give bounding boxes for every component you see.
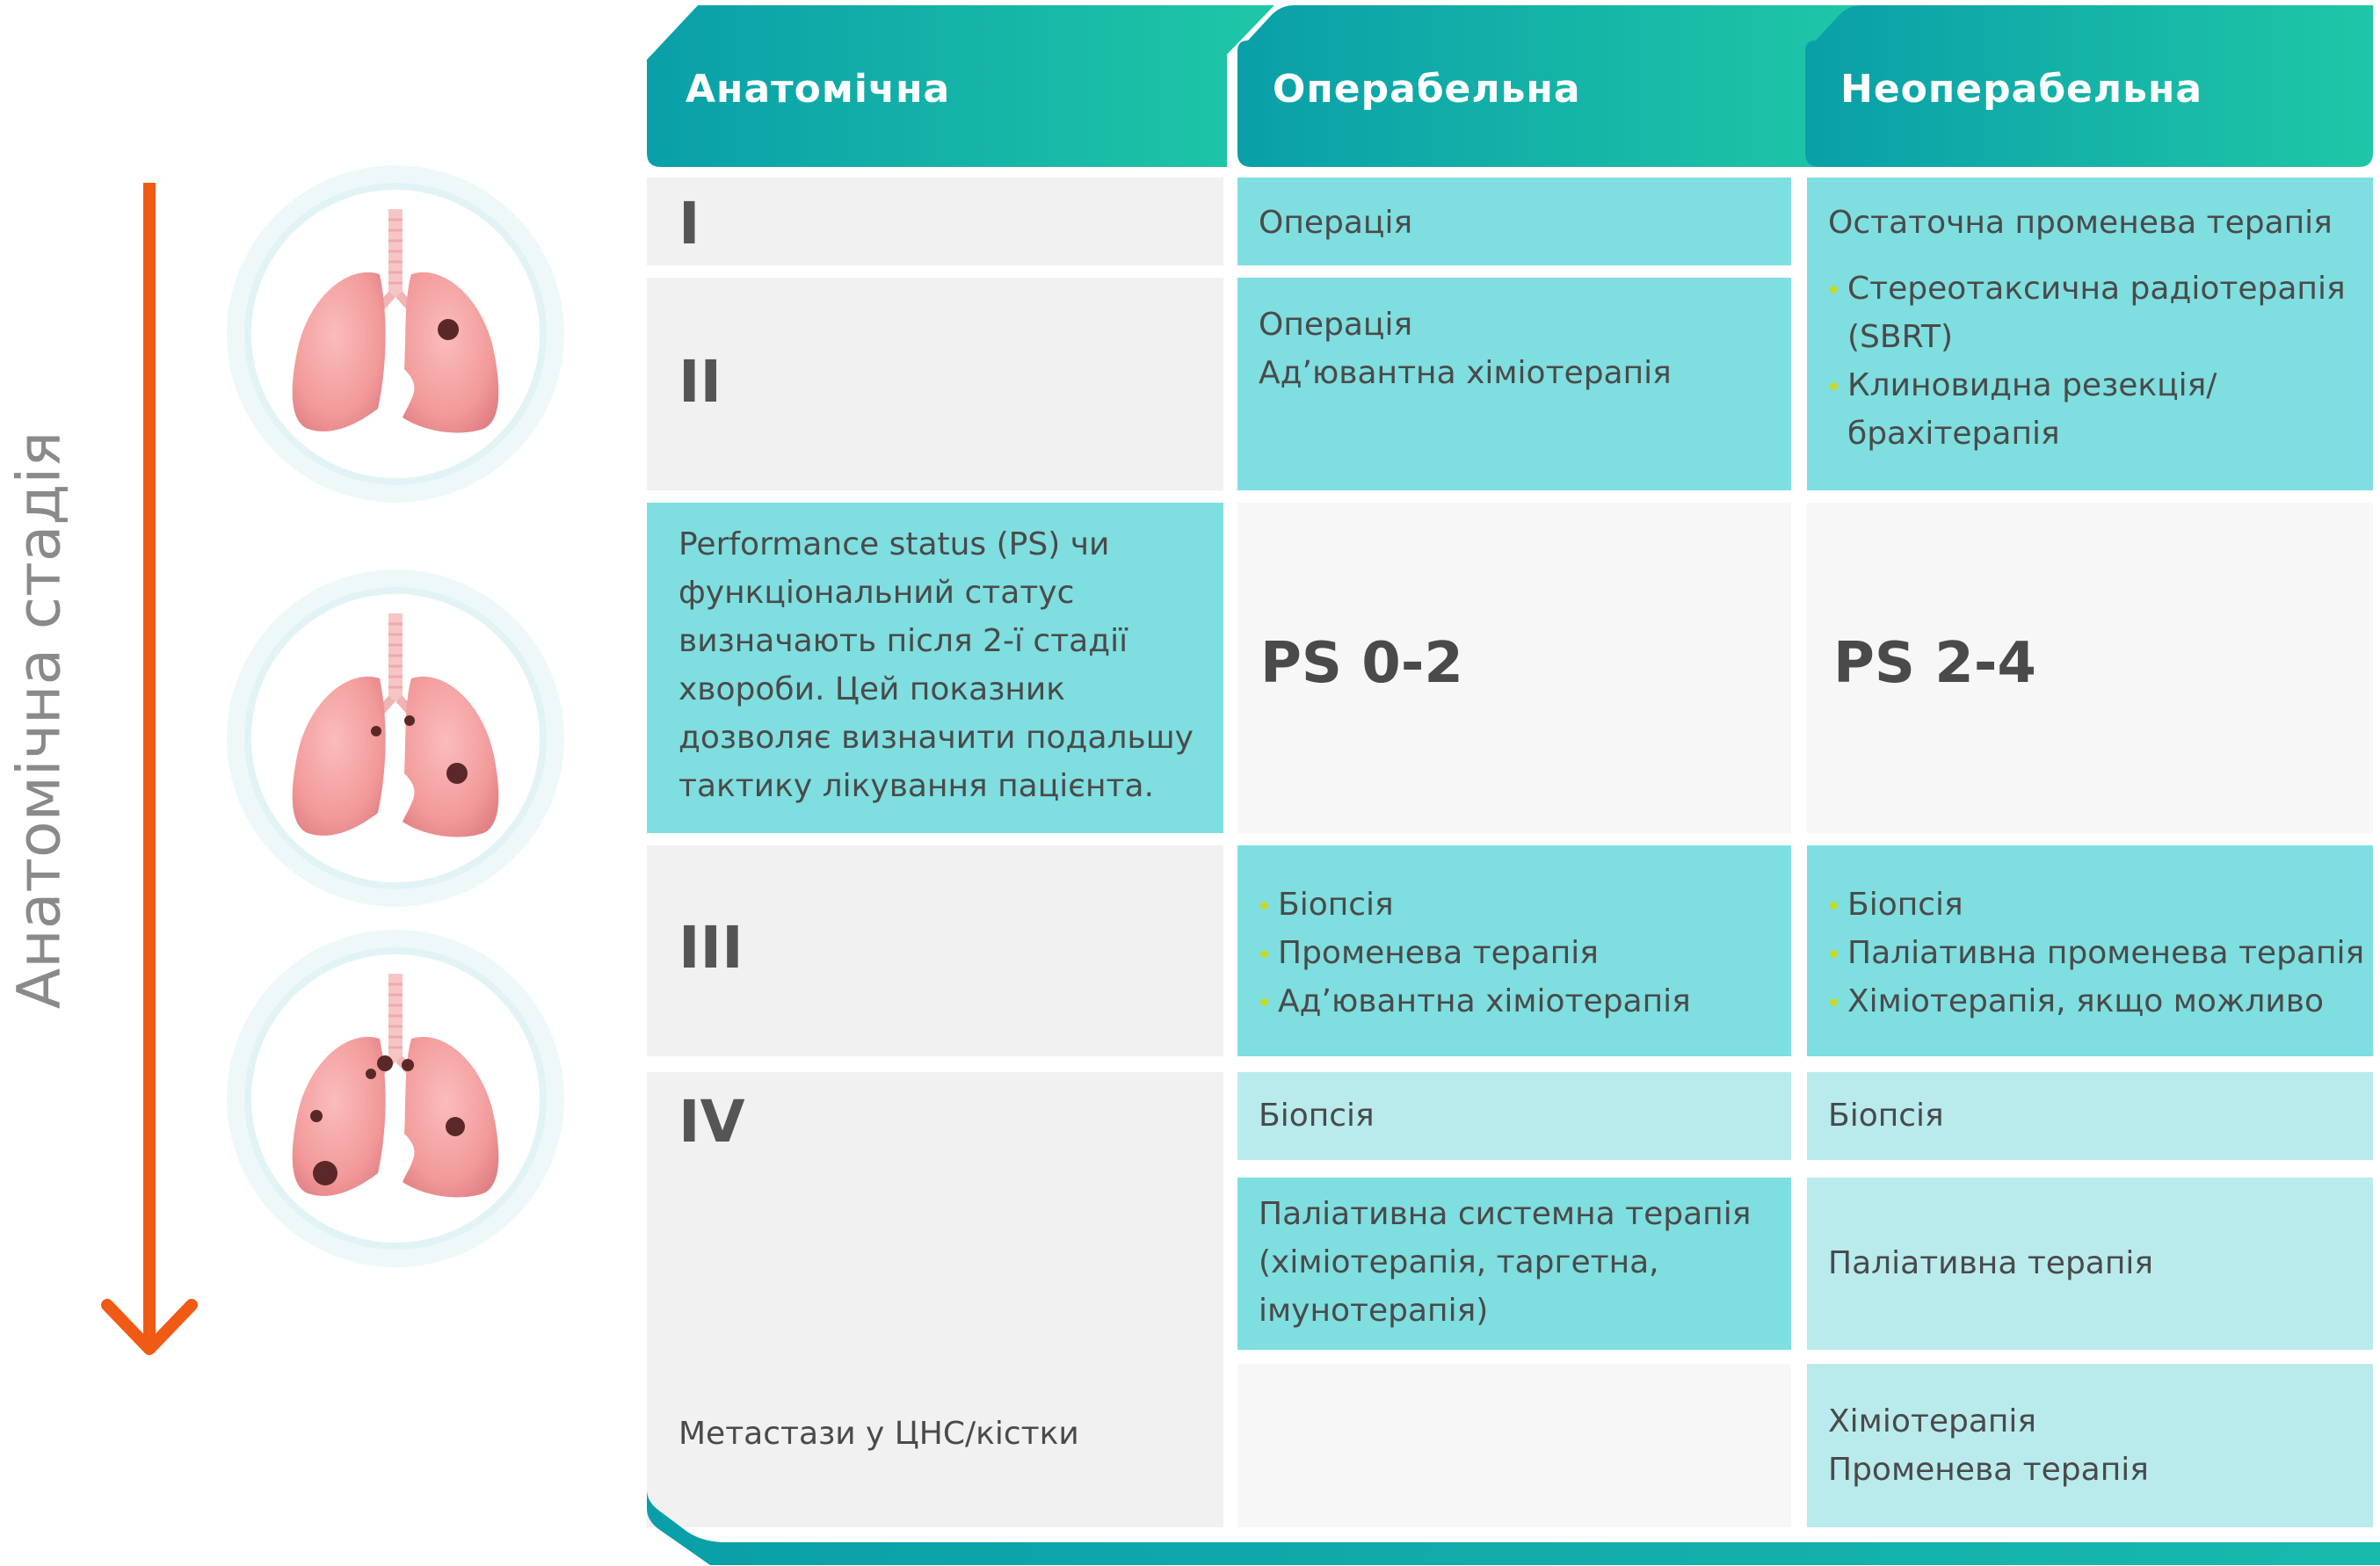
ps-note-cell: Performance status (PS) чи функціональни… bbox=[647, 503, 1223, 833]
header-label: Неоперабельна bbox=[1840, 67, 2203, 112]
stage-3-inoperable: Біопсія Паліативна променева терапія Хім… bbox=[1807, 845, 2373, 1056]
metastasis-label: Метастази у ЦНС/кістки bbox=[678, 1416, 1079, 1452]
down-arrow-icon bbox=[101, 183, 198, 1355]
inoperable-treatment-block: Остаточна променева терапія Стереотаксич… bbox=[1828, 199, 2355, 458]
stage-label: I bbox=[678, 190, 700, 257]
treatment-title: Остаточна променева терапія bbox=[1828, 205, 2333, 241]
ps-note-text: Performance status (PS) чи функціональни… bbox=[678, 526, 1194, 804]
treatment-list: Біопсія Паліативна променева терапія Хім… bbox=[1828, 881, 2364, 1026]
stage-4-inoperable-biopsy: Біопсія bbox=[1807, 1072, 2373, 1160]
list-item: Хіміотерапія, якщо можливо bbox=[1828, 977, 2364, 1026]
header-inoperable: Неоперабельна bbox=[1802, 5, 2373, 167]
list-item: Клиновидна резекція/ брахітерапія bbox=[1828, 361, 2355, 458]
header-label: Операбельна bbox=[1273, 67, 1581, 112]
treatment-text: Операція bbox=[1259, 205, 1413, 241]
list-item: Біопсія bbox=[1828, 881, 2364, 929]
header-operable: Операбельна bbox=[1234, 5, 1867, 167]
treatment-list: Стереотаксична радіотерапія (SBRT) Клино… bbox=[1828, 265, 2355, 458]
stage-4-operable-palliative: Паліативна системна терапія (хіміотерапі… bbox=[1237, 1178, 1791, 1350]
list-item: Стереотаксична радіотерапія (SBRT) bbox=[1828, 265, 2355, 361]
list-item: Ад’ювантна хіміотерапія bbox=[1259, 977, 1691, 1026]
stage-1-cell: I bbox=[647, 178, 1223, 265]
treatment-text: Паліативна терапія bbox=[1828, 1245, 2154, 1281]
stage-4-operable-biopsy: Біопсія bbox=[1237, 1072, 1791, 1160]
list-item: Біопсія bbox=[1259, 881, 1691, 929]
stage-3-operable: Біопсія Променева терапія Ад’ювантна хім… bbox=[1237, 845, 1791, 1056]
header-anatomical: Анатомічна bbox=[647, 5, 1274, 167]
stage-2-operable: Операція Ад’ювантна хіміотерапія bbox=[1237, 278, 1791, 490]
treatment-text: Біопсія bbox=[1828, 1098, 1944, 1134]
axis-label: Анатомічна стадія bbox=[4, 431, 75, 1010]
header-label: Анатомічна bbox=[686, 67, 951, 112]
stage-label: III bbox=[678, 914, 744, 982]
lungs-stage-middle-icon bbox=[220, 562, 571, 914]
stage-1-operable: Операція bbox=[1237, 178, 1791, 265]
stage-2-cell: II bbox=[647, 278, 1223, 490]
list-item: Паліативна променева терапія bbox=[1828, 929, 2364, 977]
stage-4-cell: IV Метастази у ЦНС/кістки bbox=[647, 1072, 1223, 1527]
treatment-text: Операція Ад’ювантна хіміотерапія bbox=[1259, 301, 1672, 397]
stage-1-2-inoperable: Остаточна променева терапія Стереотаксич… bbox=[1807, 178, 2373, 490]
list-item: Променева терапія bbox=[1259, 929, 1691, 977]
treatment-line: Хіміотерапія bbox=[1828, 1403, 2037, 1439]
stage-label: IV bbox=[678, 1088, 745, 1156]
stage-4-inoperable-metastasis: Хіміотерапія Променева терапія bbox=[1807, 1364, 2373, 1527]
ps-inoperable-value: PS 2-4 bbox=[1833, 631, 2036, 696]
lungs-stage-early-icon bbox=[220, 158, 571, 510]
treatment-text: Паліативна системна терапія (хіміотерапі… bbox=[1259, 1196, 1752, 1329]
treatment-line: Ад’ювантна хіміотерапія bbox=[1259, 355, 1672, 391]
stage-4-inoperable-palliative: Паліативна терапія bbox=[1807, 1178, 2373, 1350]
stage-4-operable-metastasis bbox=[1237, 1364, 1791, 1527]
bottom-band bbox=[647, 1490, 2380, 1565]
ps-operable-cell: PS 0-2 bbox=[1237, 503, 1791, 833]
treatment-text: Хіміотерапія Променева терапія bbox=[1828, 1397, 2149, 1494]
treatment-list: Біопсія Променева терапія Ад’ювантна хім… bbox=[1259, 881, 1691, 1026]
treatment-line: Променева терапія bbox=[1828, 1452, 2149, 1488]
ps-operable-value: PS 0-2 bbox=[1260, 631, 1463, 696]
lungs-stage-late-icon bbox=[220, 923, 571, 1274]
ps-inoperable-cell: PS 2-4 bbox=[1807, 503, 2373, 833]
stage-3-cell: III bbox=[647, 845, 1223, 1056]
treatment-line: Операція bbox=[1259, 307, 1413, 343]
stage-label: II bbox=[678, 348, 722, 416]
treatment-text: Біопсія bbox=[1259, 1098, 1375, 1134]
